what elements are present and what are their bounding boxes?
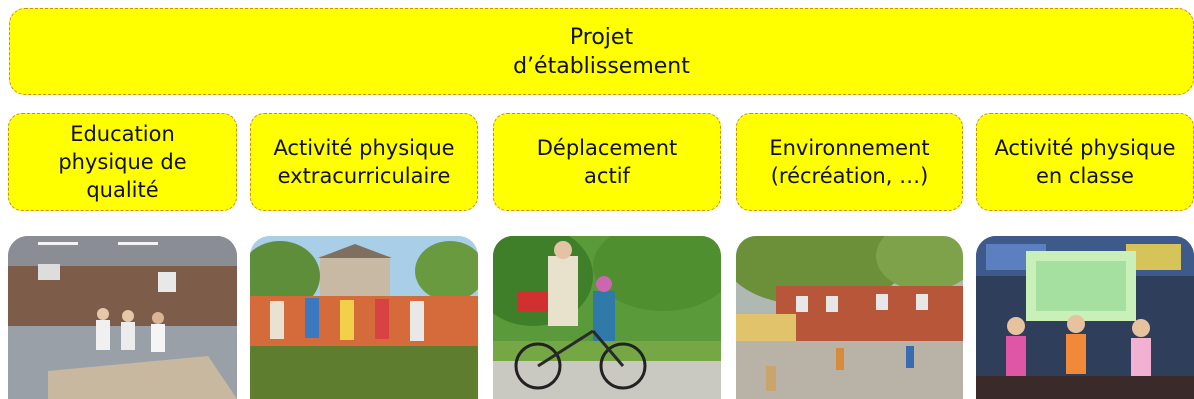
project-banner: Projet d’établissement [9,8,1194,95]
pillar-box-environment: Environnement (récréation, …) [736,113,963,211]
pillar-box-physical-education: Education physique de qualité [8,113,237,211]
gym-hall-photo [8,236,237,399]
project-title: Projet d’établissement [513,24,690,79]
pillar-label: Activité physique extracurriculaire [273,136,455,188]
pillar-box-classroom-activity: Activité physique en classe [976,113,1194,211]
pillar-label: Education physique de qualité [58,122,187,202]
classroom-activity-photo [976,236,1194,399]
pillar-label: Environnement (récréation, …) [769,136,930,188]
cycling-commute-photo [493,236,721,399]
pillar-box-active-transport: Déplacement actif [493,113,721,211]
pillar-label: Activité physique en classe [994,136,1176,188]
pillar-box-extracurricular: Activité physique extracurriculaire [250,113,478,211]
running-children-photo [250,236,478,399]
schoolyard-recess-photo [736,236,963,399]
pillar-label: Déplacement actif [536,136,678,188]
